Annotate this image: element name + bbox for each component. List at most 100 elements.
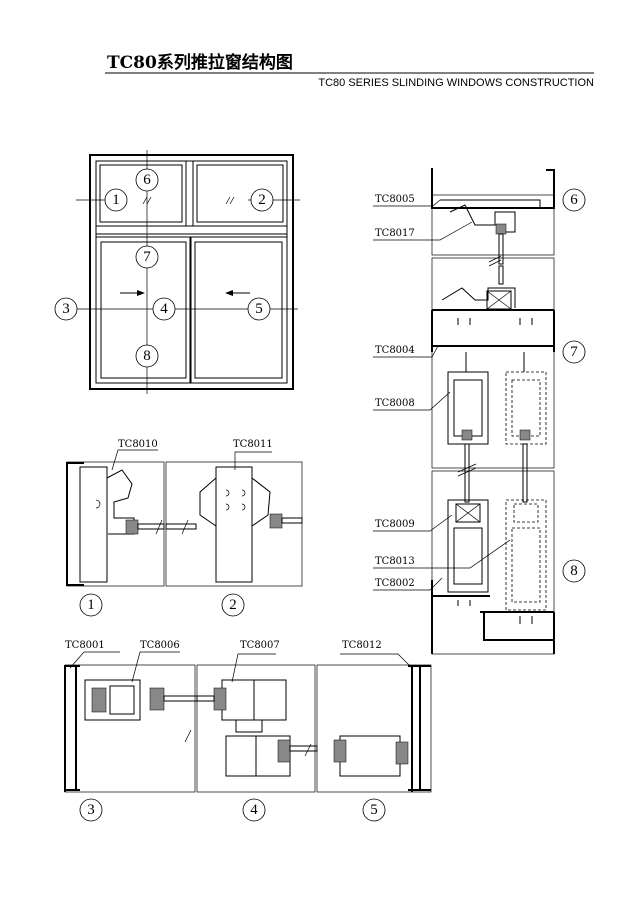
slide-arrow-left	[225, 290, 250, 296]
title-english: TC80 SERIES SLINDING WINDOWS CONSTRUCTIO…	[318, 77, 594, 89]
svg-text:1: 1	[87, 597, 95, 613]
leader-tc8017	[373, 221, 473, 241]
marker-2: 2	[250, 188, 274, 212]
vglass-right	[522, 443, 528, 503]
section-3-tc8006	[84, 679, 141, 721]
elevation-fixed-light-right	[196, 164, 284, 223]
title-chinese: TC80系列推拉窗结构图	[107, 52, 293, 73]
marker-section-2: 2	[221, 593, 245, 617]
section-3-glass	[163, 695, 198, 702]
leader-tc8006	[131, 651, 180, 683]
leader-tc8012	[340, 653, 413, 669]
tc8013-inner	[511, 527, 541, 603]
code-tc8013: TC8013	[375, 556, 415, 567]
seal-top	[495, 223, 507, 235]
glass-mark-left	[142, 196, 152, 205]
svg-text:3: 3	[62, 301, 70, 317]
code-tc8008: TC8008	[375, 398, 415, 409]
leader-tc8013	[373, 539, 511, 569]
elevation-sash-right-glass	[194, 241, 283, 379]
elevation-outer-frame	[89, 154, 294, 390]
svg-text:8: 8	[143, 348, 151, 364]
elevation-sash-right	[189, 236, 288, 384]
elevation-transom	[95, 225, 288, 235]
section-4-interlock-hook	[235, 720, 263, 733]
leader-tc8001	[69, 651, 120, 669]
section-1-glass	[137, 523, 165, 530]
svg-text:5: 5	[370, 802, 378, 818]
window-elevation: 1 2 3 4 5 6 7 8	[54, 150, 300, 394]
svg-text:7: 7	[570, 344, 578, 360]
code-tc8007: TC8007	[240, 640, 280, 651]
tc8009-inner	[453, 527, 483, 585]
leader-tc8009	[373, 514, 453, 532]
seal-sash-right	[519, 429, 531, 441]
section-3-break	[184, 729, 192, 743]
section-2-break	[181, 519, 189, 535]
section-4-seal-upper	[213, 687, 227, 711]
section-3-4-5: TC8001 TC8006 TC8007 TC8012 3 4 5	[64, 640, 432, 822]
marker-section-6: 6	[562, 188, 586, 212]
profile-tc8013	[505, 499, 547, 611]
seal-sash-left	[461, 429, 473, 441]
section-5-tc8012	[408, 665, 431, 792]
profile-tc8017	[449, 204, 516, 233]
elevation-top-mullion	[185, 160, 194, 227]
section-2-tc8011-body	[215, 466, 253, 583]
marker-4: 4	[152, 297, 176, 321]
vsection-panel-8	[431, 470, 555, 655]
tc8009-box	[455, 503, 481, 523]
svg-text:6: 6	[143, 172, 151, 188]
marker-8: 8	[135, 344, 159, 368]
break-mark-1	[488, 255, 502, 267]
title-block: TC80系列推拉窗结构图 TC80 SERIES SLINDING WINDOW…	[105, 52, 594, 89]
section-5-slide-block	[395, 741, 409, 765]
profile-tc8005	[431, 168, 555, 209]
vglass-top	[498, 233, 504, 265]
leader-tc8002	[373, 577, 443, 591]
svg-text:4: 4	[160, 301, 168, 317]
elevation-fixed-light-left	[99, 164, 183, 223]
section-2-hook-right	[251, 477, 271, 527]
leader-tc8008	[373, 391, 451, 411]
profile-tc8004	[431, 309, 555, 352]
marker-5: 5	[247, 297, 271, 321]
tc8002-clips	[457, 600, 533, 624]
section-1-frame-body	[79, 466, 108, 583]
marker-3: 3	[54, 297, 78, 321]
section-2-screws	[225, 489, 246, 511]
svg-text:1: 1	[112, 192, 120, 208]
section-1-seal	[125, 519, 139, 535]
section-2-seal	[269, 513, 283, 529]
section-2-glass-left	[165, 523, 197, 530]
marker-7: 7	[135, 245, 159, 269]
svg-text:5: 5	[255, 301, 263, 317]
section-4-break	[304, 743, 312, 757]
vertical-section: TC8005 TC8017 TC8004 TC8008 TC8009 TC801…	[373, 168, 586, 655]
svg-text:2: 2	[229, 597, 237, 613]
section-4-glass-right	[289, 745, 318, 752]
section-3-tc8001	[64, 665, 80, 792]
code-tc8010: TC8010	[118, 439, 158, 450]
marker-6: 6	[135, 168, 159, 192]
code-tc8001: TC8001	[65, 640, 105, 651]
tc8004-clips	[457, 318, 533, 325]
vsection-panel-6	[431, 194, 555, 256]
leader-tc8005	[373, 199, 441, 207]
svg-text:4: 4	[250, 802, 258, 818]
section-4-seal-lower	[277, 739, 291, 763]
profile-tc8017-lower	[441, 287, 516, 308]
profile-tc8009	[447, 499, 489, 593]
leader-tc8004	[373, 345, 439, 358]
profile-tc8008-right-inner	[511, 379, 541, 437]
vsection-panel-7	[431, 257, 555, 469]
leader-tc8010	[111, 449, 158, 471]
marker-section-7: 7	[562, 340, 586, 364]
tc8009-box-cross	[455, 503, 481, 523]
section-4-glass-left	[196, 695, 215, 702]
elevation-sash-left-glass	[100, 241, 187, 379]
tc8013-box	[513, 503, 539, 523]
code-tc8006: TC8006	[140, 640, 180, 651]
break-mark-2	[457, 463, 477, 477]
transom-box-cross	[486, 290, 512, 310]
